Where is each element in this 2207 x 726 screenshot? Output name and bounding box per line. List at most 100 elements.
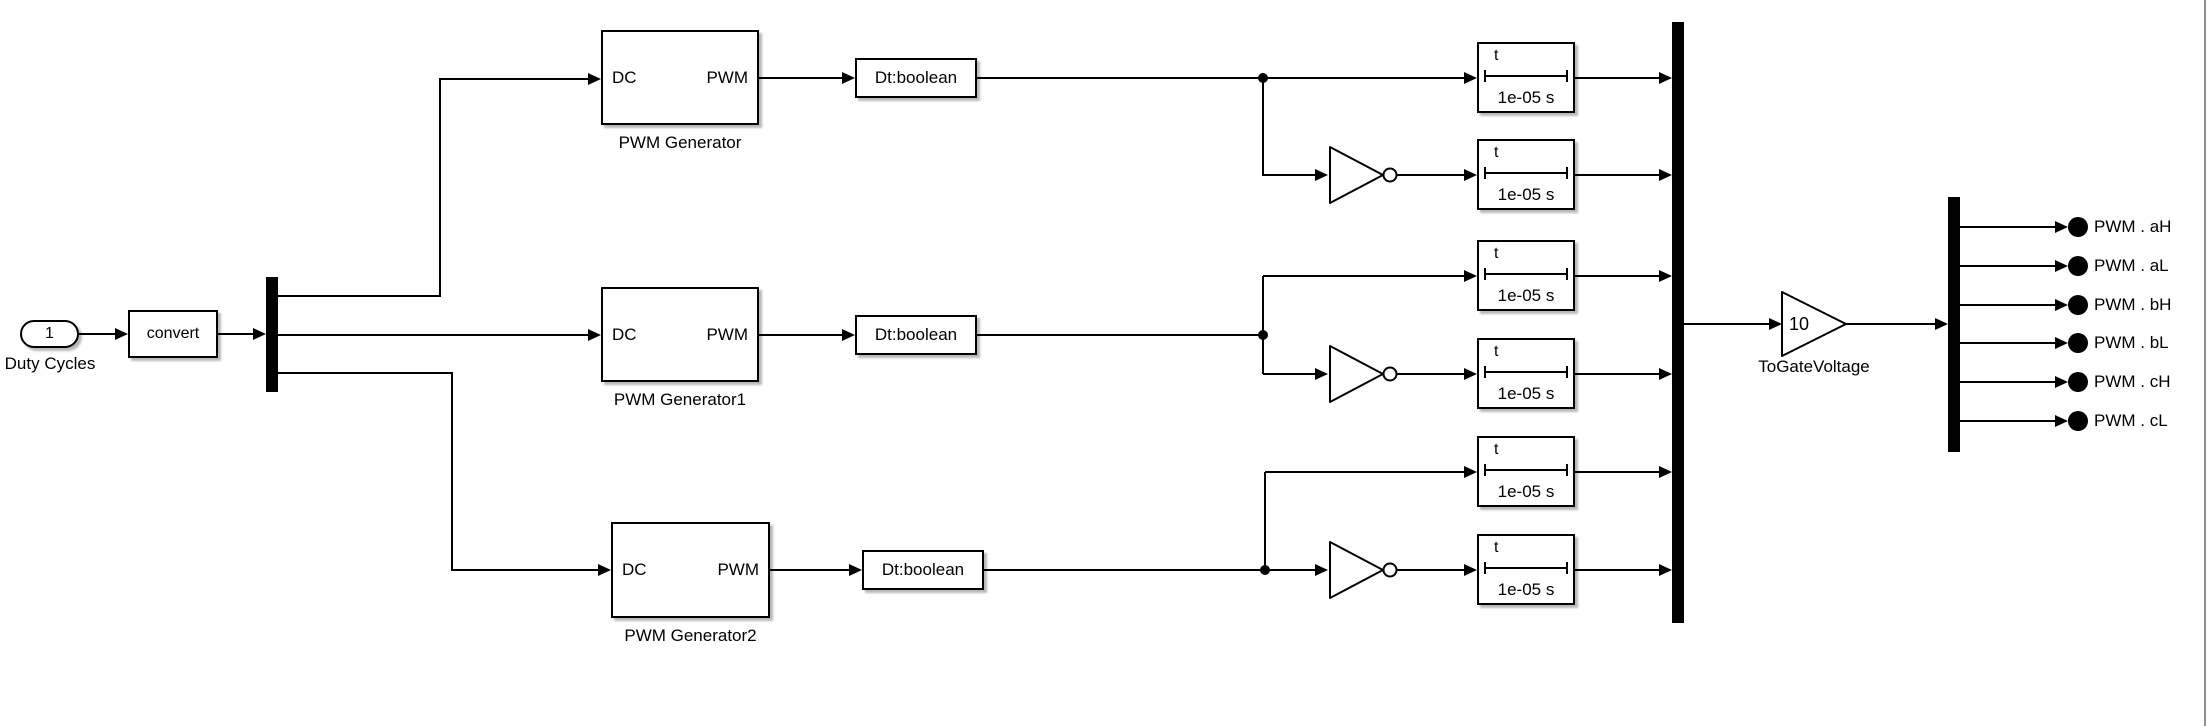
arrowhead-icon <box>1659 72 1672 84</box>
gain-block[interactable] <box>1781 291 1847 357</box>
branch-dot <box>1258 330 1268 340</box>
arrowhead-icon <box>1315 368 1328 380</box>
mux-bar[interactable] <box>1672 22 1684 623</box>
out-bus-element-bL-label[interactable]: PWM . bL <box>2094 333 2169 352</box>
arrowhead-icon <box>2055 221 2068 233</box>
transport-delay-block-4[interactable]: t 1e-05 s <box>1477 338 1575 409</box>
data-type-convert-block[interactable]: convert <box>128 310 218 358</box>
arrowhead-icon <box>1935 318 1948 330</box>
out-bus-element-dot[interactable] <box>2068 411 2088 431</box>
out-bus-element-dot[interactable] <box>2068 217 2088 237</box>
arrowhead-icon <box>253 328 266 340</box>
transport-delay-block-1[interactable]: t 1e-05 s <box>1477 42 1575 113</box>
arrowhead-icon <box>842 72 855 84</box>
pwm-generator1-block[interactable]: DC PWM <box>601 287 759 382</box>
out-bus-element-aH-label[interactable]: PWM . aH <box>2094 217 2172 236</box>
pwm-generator-name[interactable]: PWM Generator <box>618 133 742 152</box>
arrowhead-icon <box>2055 337 2068 349</box>
arrowhead-icon <box>115 328 128 340</box>
arrowhead-icon <box>598 564 611 576</box>
delay-line-icon <box>1484 167 1568 179</box>
not-gates-group <box>1329 146 1398 599</box>
wire[interactable] <box>1262 78 1315 176</box>
not-gate-2[interactable] <box>1329 345 1384 403</box>
canvas-right-border <box>2204 0 2206 726</box>
transport-delay-block-3[interactable]: t 1e-05 s <box>1477 240 1575 311</box>
delay-value: 1e-05 s <box>1497 286 1555 305</box>
dt-boolean-block-2[interactable]: Dt:boolean <box>855 315 977 355</box>
delay-line-icon <box>1484 562 1568 574</box>
not-gate-1-bubble-icon <box>1382 167 1398 183</box>
pwm-generator-block[interactable]: DC PWM <box>601 30 759 125</box>
delay-line-icon <box>1484 70 1568 82</box>
arrowhead-icon <box>849 564 862 576</box>
arrowhead-icon <box>1769 318 1782 330</box>
out-bus-element-bH-label[interactable]: PWM . bH <box>2094 295 2172 314</box>
out-bus-element-aL-label[interactable]: PWM . aL <box>2094 256 2169 275</box>
wires-group <box>78 77 2055 571</box>
port-label-dc: DC <box>612 67 637 87</box>
demux-bar[interactable] <box>266 277 278 392</box>
arrowhead-icon <box>588 329 601 341</box>
output-demux-bar[interactable] <box>1948 197 1960 452</box>
port-label-pwm: PWM <box>706 324 748 344</box>
arrowhead-icon <box>2055 260 2068 272</box>
arrowhead-icon <box>2055 299 2068 311</box>
out-bus-element-cL-label[interactable]: PWM . cL <box>2094 411 2168 430</box>
wire[interactable] <box>278 372 598 571</box>
out-bus-element-dot[interactable] <box>2068 372 2088 392</box>
arrowhead-icon <box>1315 564 1328 576</box>
inport-number: 1 <box>45 325 54 342</box>
pwm-generator1-name[interactable]: PWM Generator1 <box>613 390 747 409</box>
arrowhead-icon <box>1659 564 1672 576</box>
delay-line-icon <box>1484 464 1568 476</box>
not-gate-3-bubble-icon <box>1382 562 1398 578</box>
port-label-dc: DC <box>622 560 647 579</box>
delay-symbol: t <box>1494 47 1499 64</box>
arrowhead-icon <box>1464 564 1477 576</box>
delay-value: 1e-05 s <box>1497 580 1555 599</box>
not-gate-1[interactable] <box>1329 146 1384 204</box>
output-terminals-group <box>2068 217 2088 431</box>
delay-symbol: t <box>1494 441 1499 458</box>
arrowhead-icon <box>588 73 601 85</box>
port-label-pwm: PWM <box>706 67 748 87</box>
gain-name[interactable]: ToGateVoltage <box>1758 357 1870 376</box>
delay-symbol: t <box>1494 245 1499 262</box>
delay-value: 1e-05 s <box>1497 185 1555 204</box>
transport-delay-block-2[interactable]: t 1e-05 s <box>1477 139 1575 210</box>
transport-delay-block-5[interactable]: t 1e-05 s <box>1477 436 1575 507</box>
transport-delay-block-6[interactable]: t 1e-05 s <box>1477 534 1575 605</box>
out-bus-element-dot[interactable] <box>2068 295 2088 315</box>
branch-dots-group <box>1258 73 1270 575</box>
arrowhead-icon <box>1464 72 1477 84</box>
arrowhead-icon <box>1315 169 1328 181</box>
inport-label[interactable]: Duty Cycles <box>4 354 96 373</box>
delay-symbol: t <box>1494 144 1499 161</box>
arrowhead-icon <box>1464 368 1477 380</box>
dt-boolean-block-3[interactable]: Dt:boolean <box>862 550 984 590</box>
pwm-generator2-name[interactable]: PWM Generator2 <box>624 626 757 645</box>
out-bus-element-cH-label[interactable]: PWM . cH <box>2094 372 2171 391</box>
wire[interactable] <box>278 78 588 297</box>
out-bus-element-dot[interactable] <box>2068 333 2088 353</box>
arrowhead-icon <box>1464 270 1477 282</box>
dt-boolean-block-1[interactable]: Dt:boolean <box>855 58 977 98</box>
port-label-pwm: PWM <box>717 560 759 579</box>
delay-line-icon <box>1484 366 1568 378</box>
branch-dot <box>1258 73 1268 83</box>
inport-block[interactable]: 1 <box>20 320 79 348</box>
arrowhead-icon <box>1659 368 1672 380</box>
delay-symbol: t <box>1494 539 1499 556</box>
pwm-generator2-block[interactable]: DC PWM <box>611 522 770 618</box>
out-bus-element-dot[interactable] <box>2068 256 2088 276</box>
arrowhead-icon <box>842 329 855 341</box>
port-label-dc: DC <box>612 324 637 344</box>
not-gate-3[interactable] <box>1329 541 1384 599</box>
mux-bars-group <box>266 22 1960 623</box>
dt-boolean-label: Dt:boolean <box>874 68 958 87</box>
gain-value: 10 <box>1789 314 1810 334</box>
arrowhead-icon <box>1659 270 1672 282</box>
